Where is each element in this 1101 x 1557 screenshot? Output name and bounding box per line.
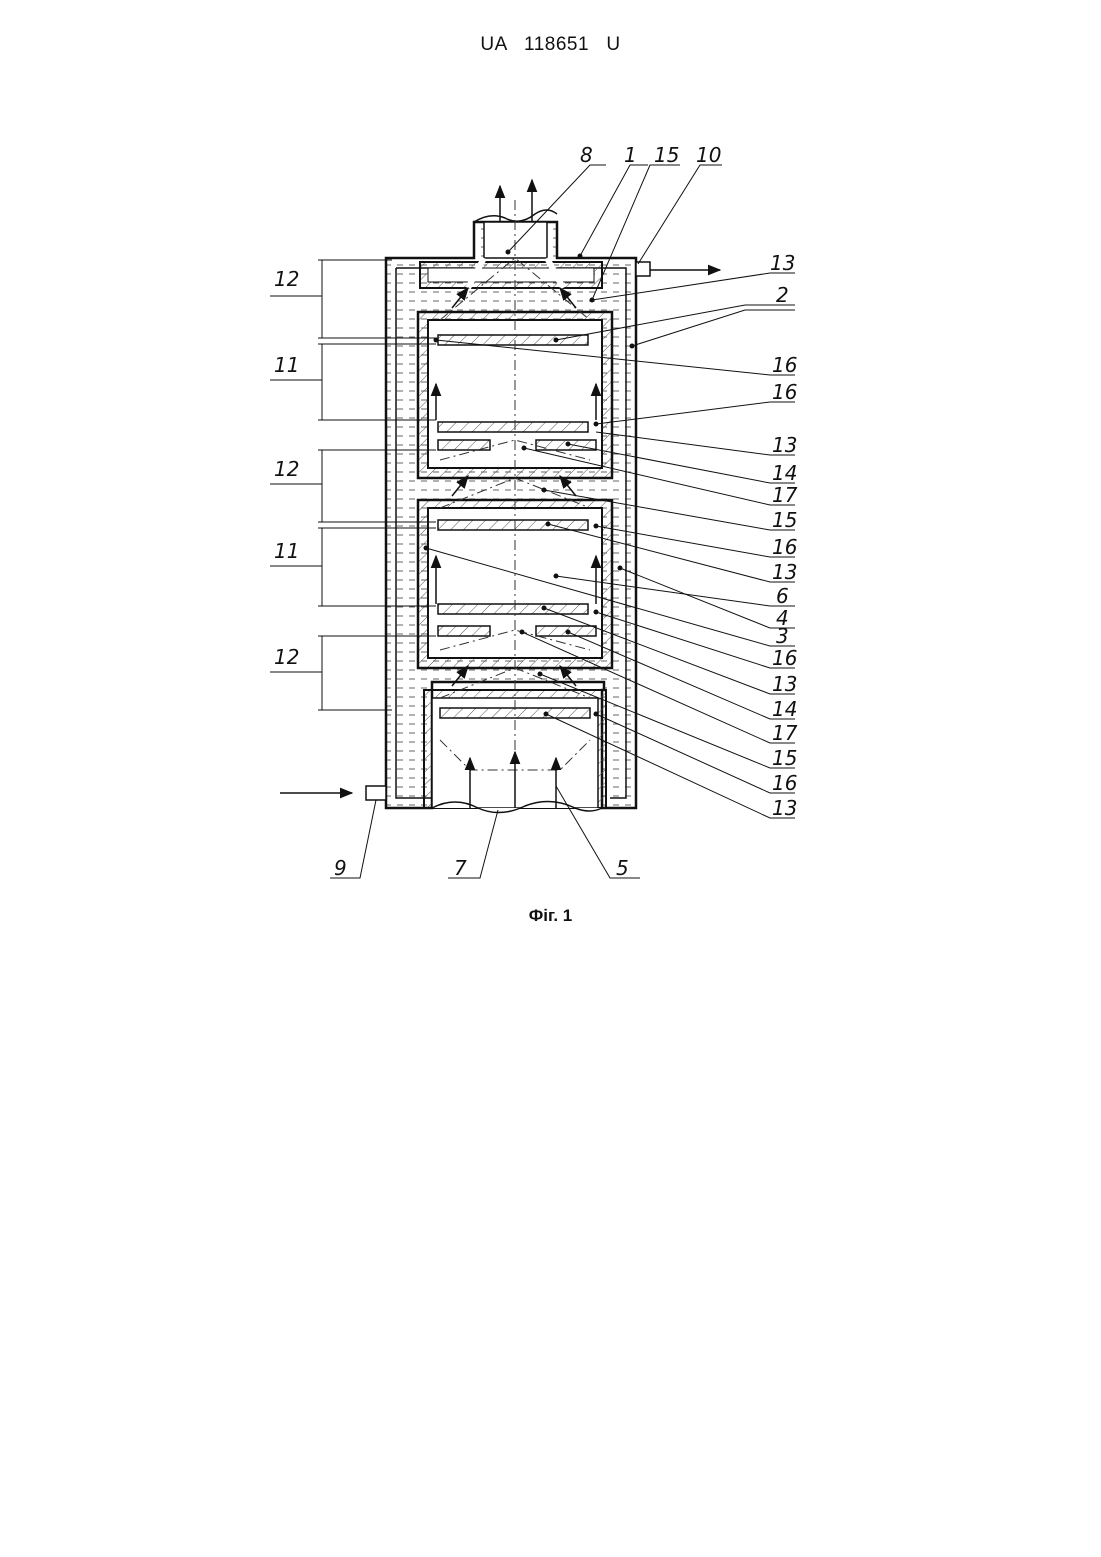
label-16-a: 16	[772, 353, 797, 377]
label-14-a: 14	[772, 461, 797, 485]
label-8: 8	[580, 143, 593, 167]
label-12-a: 12	[274, 267, 299, 291]
top-chamber	[420, 258, 602, 288]
label-5: 5	[616, 856, 629, 880]
label-11-a: 11	[274, 353, 299, 377]
label-14-b: 14	[772, 697, 797, 721]
label-11-b: 11	[274, 539, 299, 563]
label-13-a: 13	[770, 251, 795, 275]
label-15-top: 15	[654, 143, 679, 167]
label-2: 2	[776, 283, 789, 307]
label-7: 7	[454, 856, 467, 880]
label-1: 1	[624, 143, 637, 167]
label-6: 6	[776, 584, 789, 608]
label-13-b: 13	[772, 433, 797, 457]
label-13-c: 13	[772, 560, 797, 584]
label-16-b: 16	[772, 380, 797, 404]
label-16-c: 16	[772, 535, 797, 559]
label-12-b: 12	[274, 457, 299, 481]
label-15-a: 15	[772, 508, 797, 532]
label-3: 3	[776, 624, 789, 648]
label-9: 9	[334, 856, 347, 880]
label-15-b: 15	[772, 746, 797, 770]
label-16-d: 16	[772, 646, 797, 670]
label-17-a: 17	[772, 483, 798, 507]
label-10: 10	[696, 143, 721, 167]
label-13-e: 13	[772, 796, 797, 820]
label-13-d: 13	[772, 672, 797, 696]
figure-caption: Фіг. 1	[0, 906, 1101, 926]
label-17-b: 17	[772, 721, 798, 745]
label-16-e: 16	[772, 771, 797, 795]
label-12-c: 12	[274, 645, 299, 669]
